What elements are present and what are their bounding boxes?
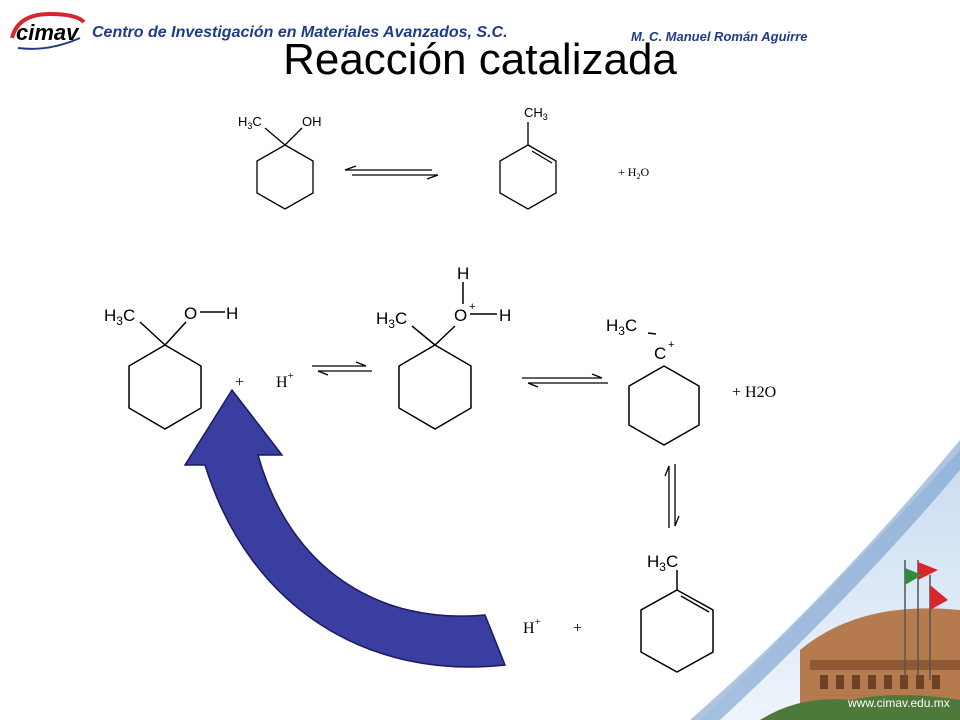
carbon-label: C	[654, 344, 666, 363]
proton-label: H+	[523, 616, 541, 637]
methyl-label: H3C	[647, 552, 678, 574]
methyl-label: CH3	[524, 105, 548, 122]
water-product: + H2O	[618, 165, 649, 181]
building-band	[810, 660, 960, 670]
methyl-label: H3C	[606, 316, 637, 338]
overall-reaction: H3C OH CH3 + H2O	[238, 105, 649, 210]
flag	[905, 568, 922, 585]
institution-name: Centro de Investigación en Materiales Av…	[92, 24, 508, 41]
equilibrium-arrow	[312, 361, 372, 376]
hydrogen-label: H	[499, 306, 511, 325]
slide-title: Reacción catalizada	[283, 35, 677, 84]
website-url[interactable]: www.cimav.edu.mx	[848, 696, 950, 710]
author-name: M. C. Manuel Román Aguirre	[631, 29, 808, 44]
cimav-logo: cimav	[10, 11, 86, 50]
methyl-label: H3C	[238, 114, 262, 131]
hydrogen-label: H	[457, 264, 469, 283]
proton-label: H+	[276, 370, 294, 391]
equilibrium-arrow	[522, 373, 608, 388]
charge-label: +	[668, 339, 674, 351]
equilibrium-arrow	[344, 165, 439, 180]
plus-sign: +	[235, 374, 244, 391]
plus-sign: +	[573, 620, 582, 637]
mechanism-oxonium	[398, 282, 497, 430]
methyl-label: H3C	[376, 309, 407, 331]
mechanism-alkene	[640, 570, 714, 673]
flag	[918, 562, 938, 580]
product-methylcyclohexene	[499, 122, 557, 210]
catalyst-regeneration-arrow	[183, 388, 507, 668]
oxygen-label: O	[454, 306, 467, 325]
hydroxyl-label: OH	[302, 114, 322, 129]
flag	[930, 585, 948, 610]
mechanism-alcohol	[128, 311, 225, 430]
mechanism-carbocation	[628, 332, 700, 446]
logo-text: cimav	[16, 20, 80, 45]
methyl-label: H3C	[104, 306, 135, 328]
reactant-methylcyclohexanol	[256, 127, 314, 210]
water-product: + H2O	[732, 384, 776, 401]
charge-label: +	[469, 301, 475, 313]
equilibrium-arrow	[664, 464, 680, 528]
lawn	[760, 695, 960, 720]
oxygen-label: O	[184, 304, 197, 323]
hydrogen-label: H	[226, 304, 238, 323]
